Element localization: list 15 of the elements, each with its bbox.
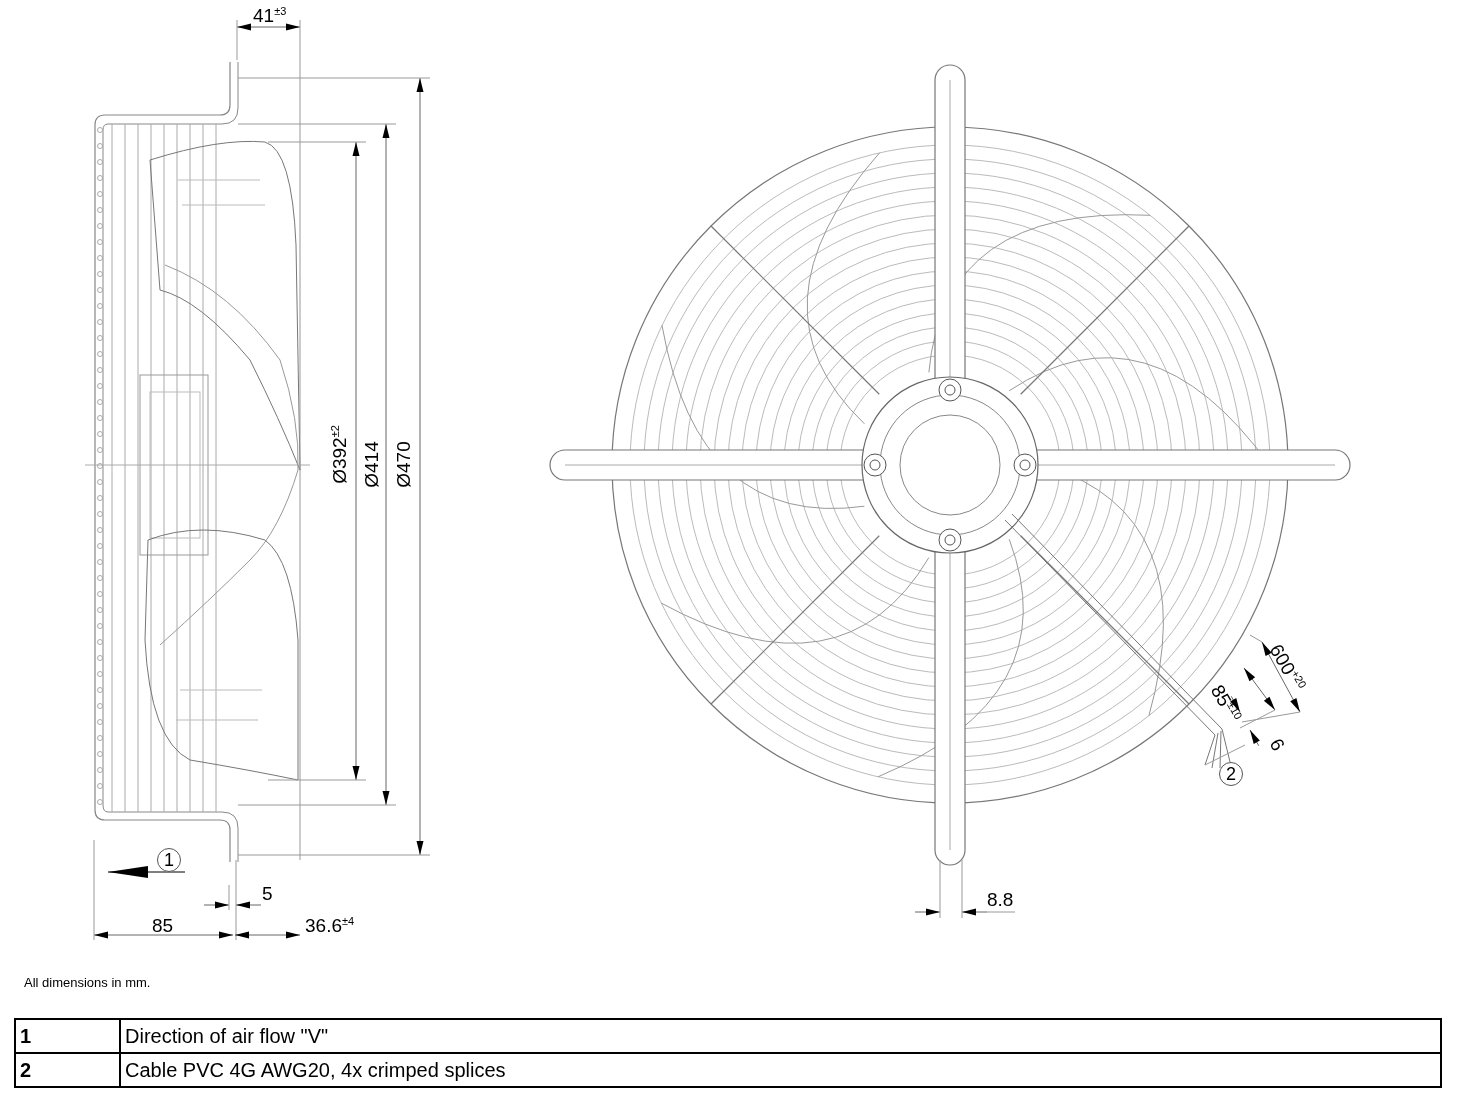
- dimension-text: 8.8: [987, 890, 1014, 909]
- dimension-text: 36.6$^{±4}$: [305, 916, 355, 935]
- table-cell: Direction of air flow "V": [120, 1019, 1441, 1053]
- dimension-text: 85: [152, 916, 174, 935]
- table-cell: 1: [15, 1019, 120, 1053]
- callout-number: 2: [1219, 762, 1243, 786]
- dimension-text: 41$^{±3}$: [253, 6, 287, 25]
- dimension-text: Ø470: [393, 441, 413, 488]
- note-text: All dimensions in mm.: [24, 976, 151, 989]
- dimension-text: 6: [1266, 735, 1289, 754]
- callout-number: 1: [157, 848, 181, 872]
- table-cell: Cable PVC 4G AWG20, 4x crimped splices: [120, 1053, 1441, 1087]
- dimension-text: 5: [262, 884, 273, 903]
- table-cell: 2: [15, 1053, 120, 1087]
- dimension-text: Ø414: [361, 441, 381, 488]
